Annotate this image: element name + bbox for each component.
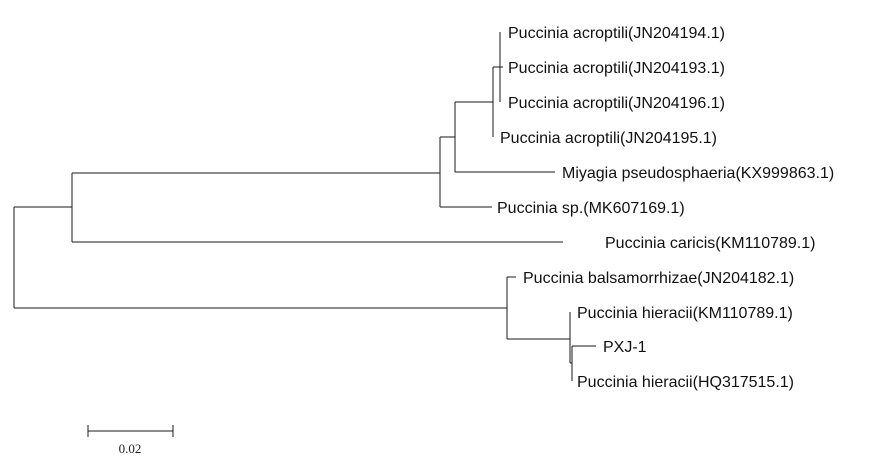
leaf-label-balsamorrhizae: Puccinia balsamorrhizae(JN204182.1) (523, 270, 794, 287)
scale-bar: 0.02 (87, 425, 174, 456)
leaf-labels: Puccinia acroptili(JN204194.1) Puccinia … (497, 25, 834, 391)
leaf-label-miyagia: Miyagia pseudosphaeria(KX999863.1) (562, 165, 834, 182)
scale-bar-label: 0.02 (119, 441, 142, 456)
leaf-label-acroptili-196: Puccinia acroptili(JN204196.1) (508, 95, 725, 112)
leaf-label-hieracii-km: Puccinia hieracii(KM110789.1) (577, 305, 793, 322)
leaf-label-acroptili-195: Puccinia acroptili(JN204195.1) (500, 130, 717, 147)
leaf-label-hieracii-hq: Puccinia hieracii(HQ317515.1) (577, 374, 794, 391)
leaf-label-caricis: Puccinia caricis(KM110789.1) (605, 235, 815, 252)
branches (13, 32, 596, 381)
leaf-label-acroptili-193: Puccinia acroptili(JN204193.1) (508, 60, 725, 77)
leaf-label-puccinia-sp: Puccinia sp.(MK607169.1) (497, 200, 685, 217)
leaf-label-pxj1: PXJ-1 (603, 339, 647, 356)
leaf-label-acroptili-194: Puccinia acroptili(JN204194.1) (508, 25, 725, 42)
